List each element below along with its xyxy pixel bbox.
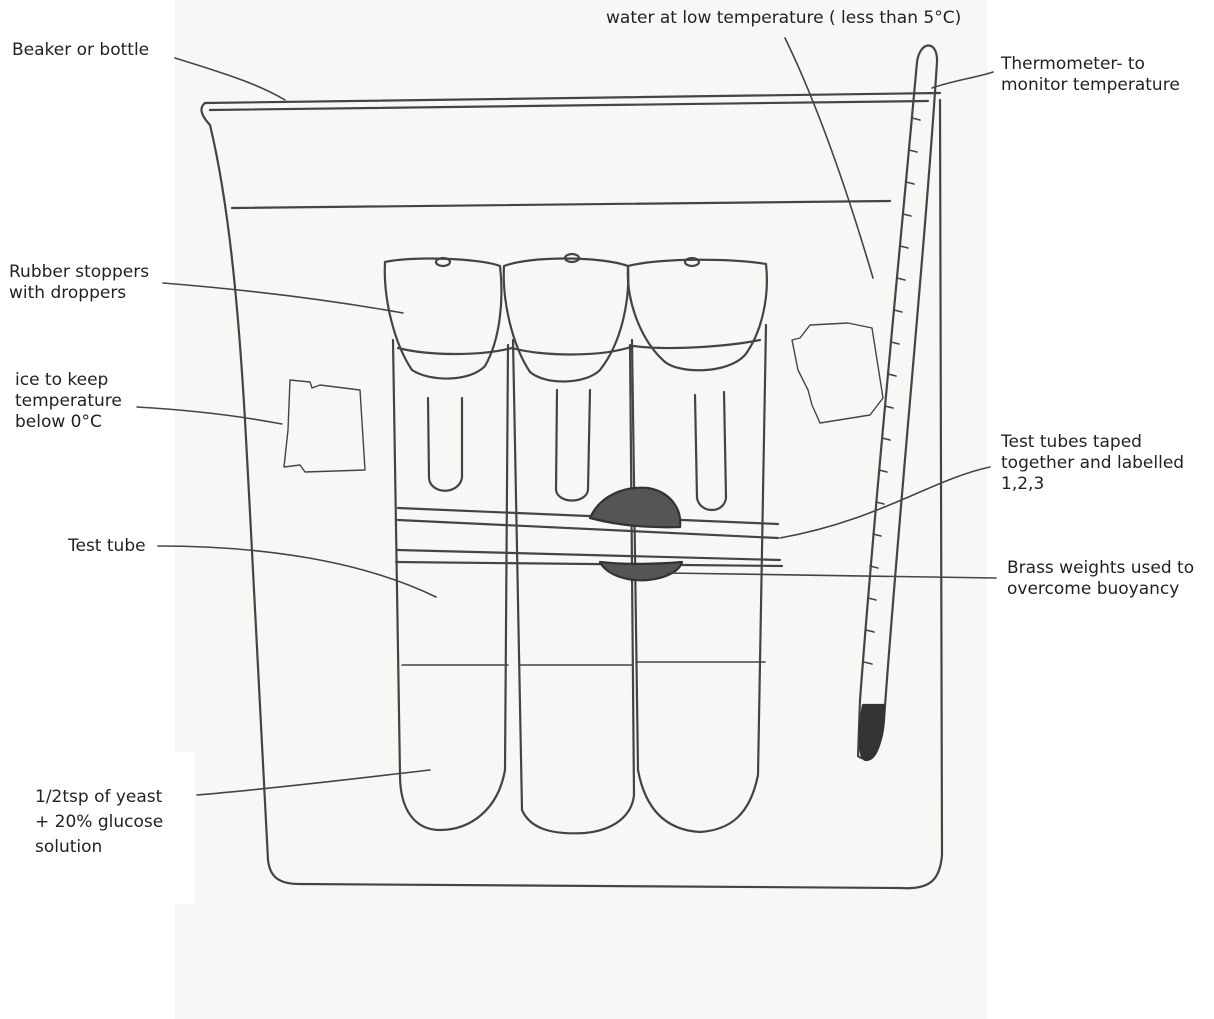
stopper-2 — [504, 259, 629, 382]
stoppers-label: Rubber stoppers with droppers — [9, 262, 149, 304]
weight-bottom — [600, 562, 682, 580]
thermometer-bulb — [860, 705, 884, 760]
ice-cube-left — [284, 380, 365, 472]
thermometer — [858, 46, 937, 761]
dropper-1 — [428, 398, 462, 491]
stopper-3 — [628, 260, 767, 371]
yeast-label: 1/2tsp of yeast + 20% glucose solution — [35, 785, 163, 860]
leader-yeast — [197, 770, 430, 795]
test-tube-label: Test tube — [68, 536, 146, 557]
test-tube-2 — [513, 340, 634, 833]
tape-bands — [396, 508, 782, 566]
leader-water — [785, 38, 873, 278]
leader-stoppers — [163, 283, 403, 313]
leader-thermometer — [932, 72, 993, 88]
ice-label: ice to keep temperature below 0°C — [15, 370, 122, 433]
tape-edge — [396, 562, 782, 566]
beaker-outline — [201, 100, 942, 888]
rubber-stoppers — [385, 254, 767, 382]
leader-brass-weights — [667, 573, 996, 578]
test-tubes-taped-label: Test tubes taped together and labelled 1… — [1001, 432, 1184, 495]
stopper-1 — [385, 259, 502, 379]
leader-test-tube — [158, 546, 436, 597]
stopper-bases — [398, 340, 760, 355]
water-label: water at low temperature ( less than 5°C… — [606, 8, 961, 29]
weight-top — [590, 488, 680, 528]
thermometer-outline — [858, 46, 937, 759]
leader-lines — [137, 38, 996, 795]
leader-ice — [137, 407, 282, 424]
leader-test-tubes-taped — [780, 467, 990, 538]
dropper-2 — [556, 390, 590, 501]
tape-bottom — [398, 550, 780, 560]
beaker-label: Beaker or bottle — [12, 40, 149, 61]
water-surface — [232, 201, 890, 208]
brass-weights-label: Brass weights used to overcome buoyancy — [1007, 558, 1194, 600]
beaker — [201, 93, 942, 888]
brass-weights — [590, 488, 682, 581]
thermometer-label: Thermometer- to monitor temperature — [1001, 54, 1180, 96]
leader-beaker — [175, 58, 285, 100]
ice-cube-right — [792, 323, 883, 423]
dropper-3 — [695, 392, 726, 510]
test-tubes — [393, 325, 766, 833]
